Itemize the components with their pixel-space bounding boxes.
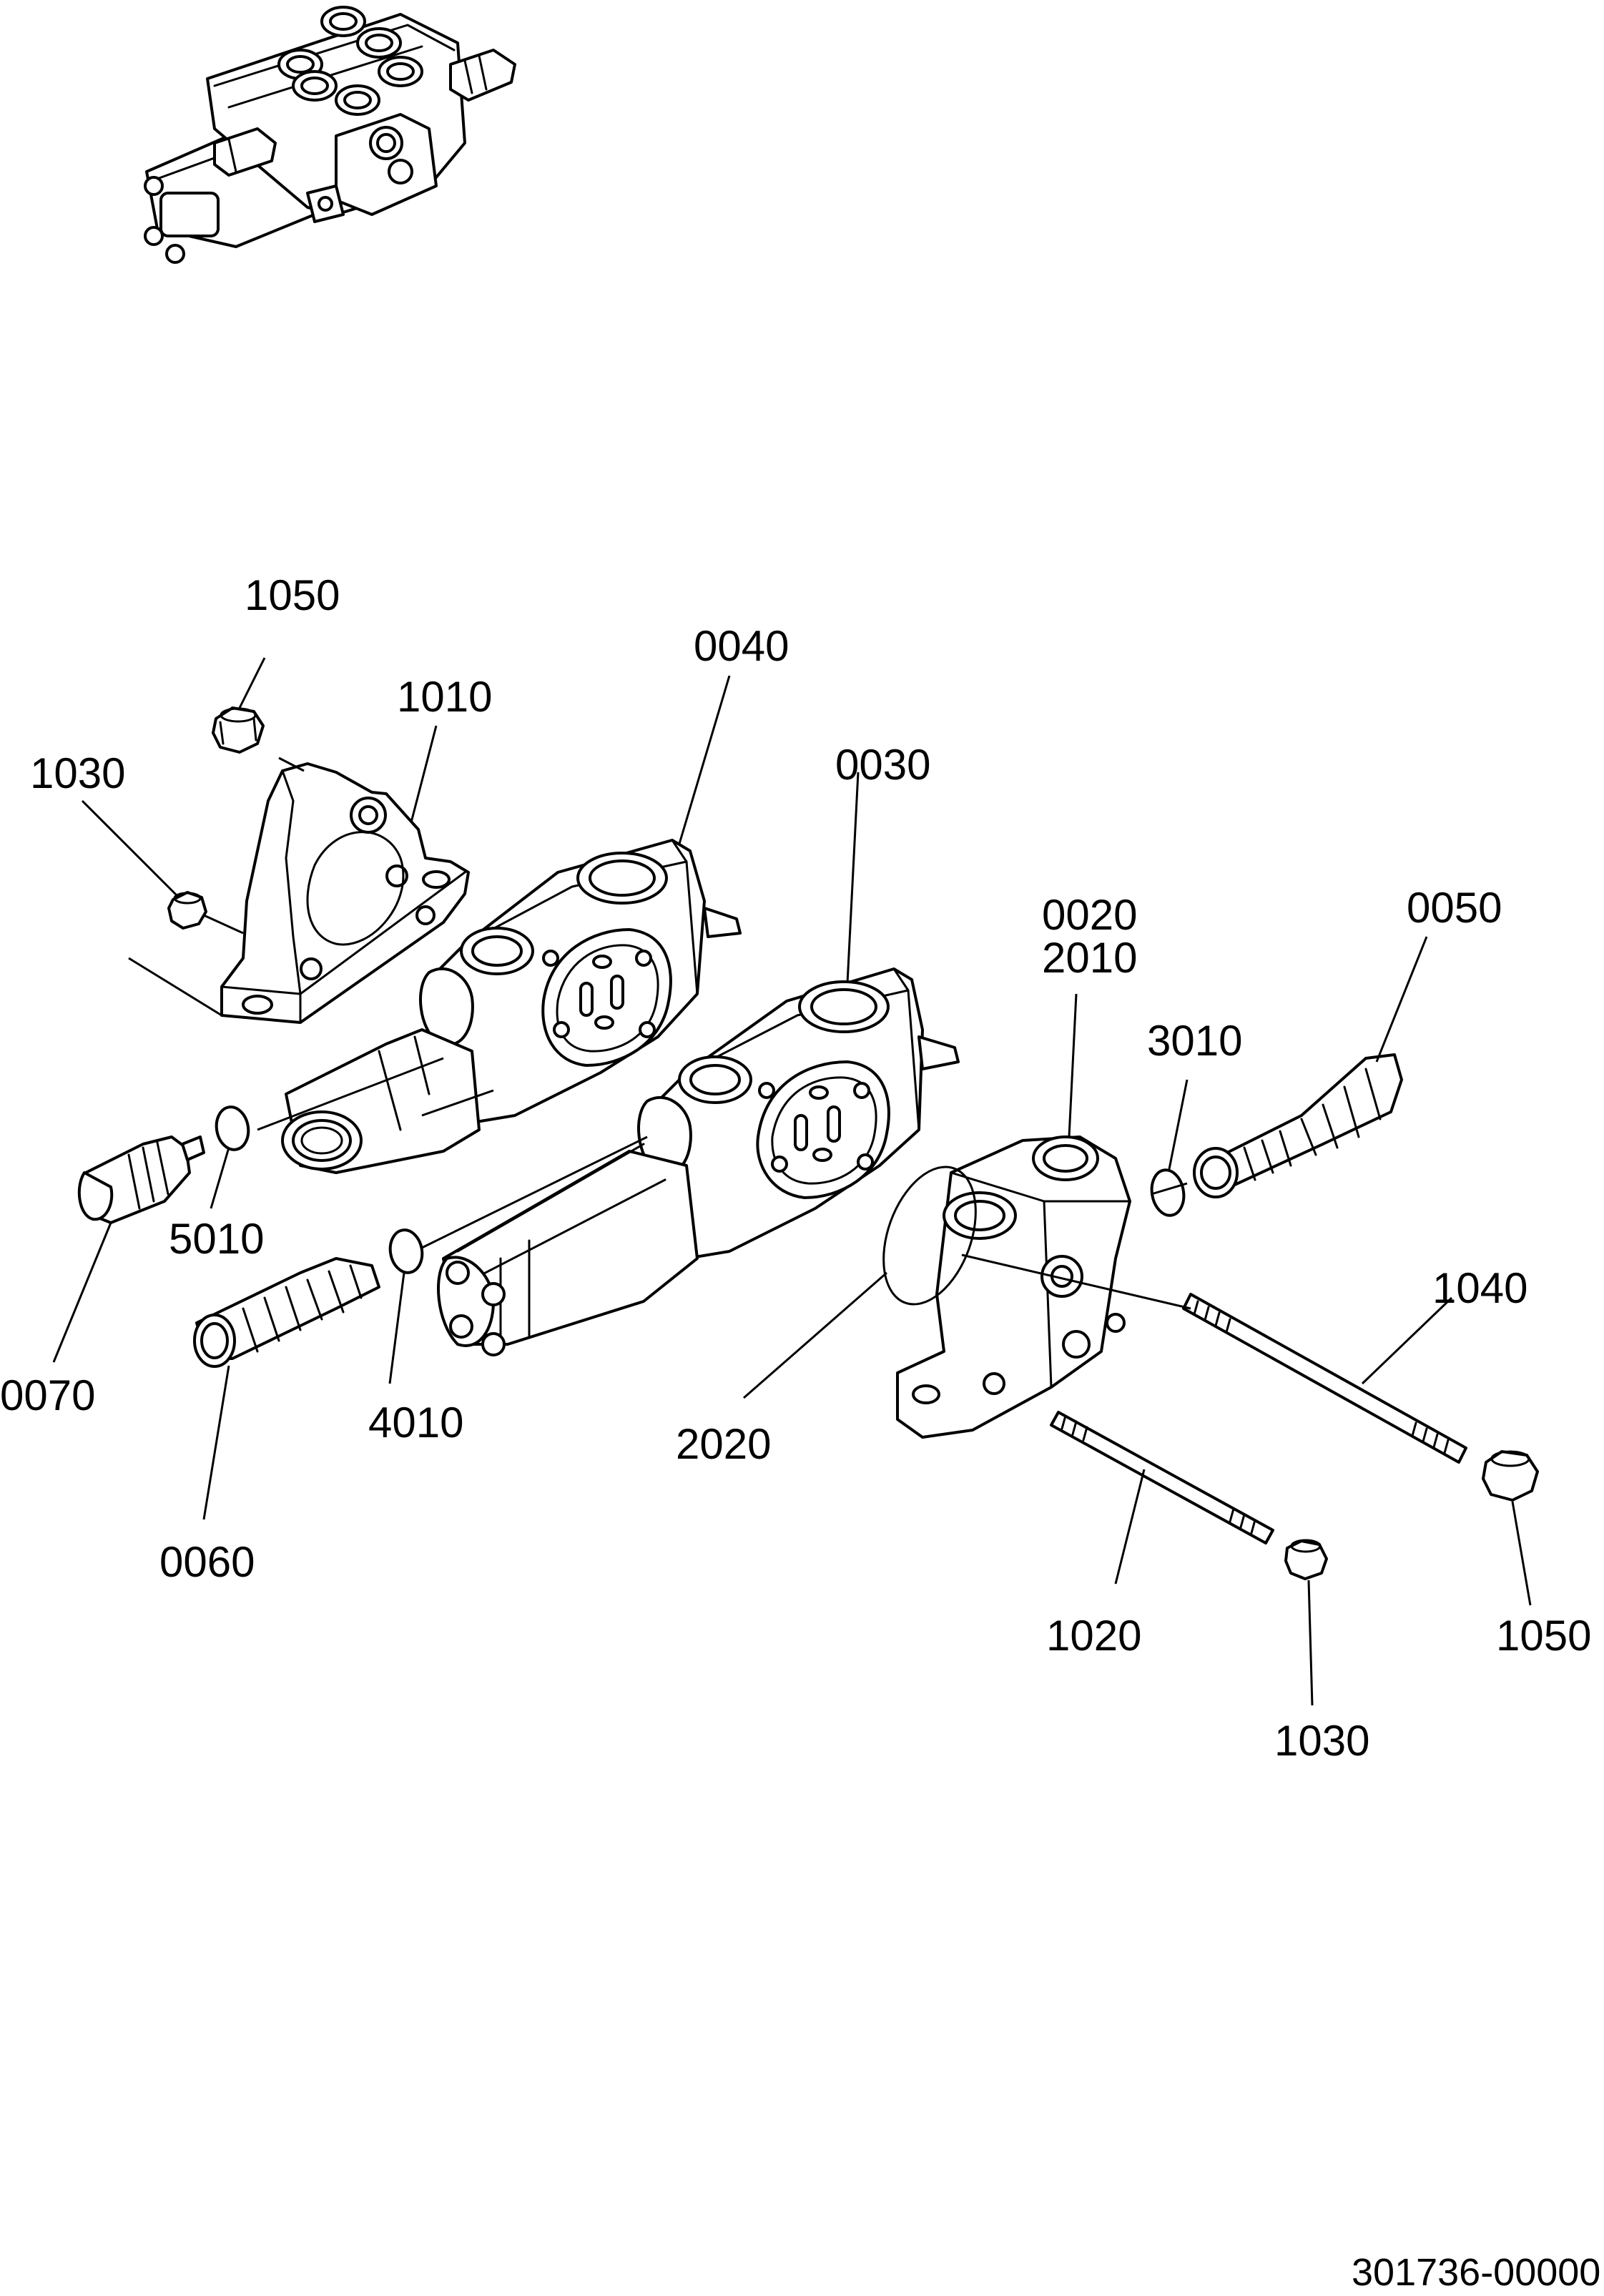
callout-0070: 0070 — [0, 1371, 95, 1419]
drawing-number: 301736-00000 — [1352, 2251, 1600, 2294]
part-1050-nut-bottom — [1482, 1450, 1539, 1502]
callout-5010: 5010 — [169, 1215, 264, 1263]
part-1040-tie-bolt-long — [1182, 1293, 1467, 1464]
part-0070-plug — [77, 1135, 205, 1224]
part-4010-o-ring — [388, 1228, 424, 1274]
callout-3010: 3010 — [1147, 1017, 1242, 1065]
part-0060-relief-cartridge — [193, 1257, 380, 1368]
part-1050-nut-top — [212, 706, 265, 754]
part-1030-nut-left — [167, 891, 207, 930]
part-0050-relief-cartridge — [1193, 1053, 1403, 1198]
callout-2010: 2010 — [1042, 934, 1137, 982]
assembly-overview-thumbnail — [144, 6, 516, 264]
callout-labels: 1050 1010 0040 1030 0030 0020 2010 0050 … — [0, 571, 1591, 1765]
callout-0030: 0030 — [835, 741, 930, 789]
leader-lines — [52, 657, 1532, 1706]
callout-1050-bottom: 1050 — [1496, 1612, 1591, 1660]
part-5010-o-ring — [215, 1105, 250, 1151]
part-2020-large-o-ring — [882, 1166, 977, 1306]
callout-0020: 0020 — [1042, 891, 1137, 939]
callout-4010: 4010 — [368, 1399, 463, 1447]
callout-0050: 0050 — [1407, 884, 1502, 932]
part-1030-nut-bottom — [1284, 1539, 1328, 1580]
part-0030-valve-section — [437, 967, 960, 1356]
part-0020-2010-end-section — [896, 1135, 1131, 1439]
callout-1030-bottom: 1030 — [1274, 1717, 1369, 1765]
callout-1030-left: 1030 — [30, 749, 125, 797]
callout-1050-top: 1050 — [245, 571, 340, 619]
callout-2020: 2020 — [676, 1420, 771, 1468]
assembly-center-lines — [257, 1057, 1191, 1310]
callout-0060: 0060 — [159, 1538, 255, 1586]
part-1010-end-cover — [220, 762, 470, 1024]
callout-1010: 1010 — [397, 673, 492, 721]
callout-1040: 1040 — [1432, 1264, 1527, 1312]
part-0040-valve-section — [281, 839, 742, 1174]
callout-0040: 0040 — [694, 622, 789, 670]
part-1020-tie-bolt-short — [1050, 1411, 1274, 1544]
part-3010-o-ring — [1150, 1168, 1186, 1217]
callout-1020: 1020 — [1046, 1612, 1141, 1660]
